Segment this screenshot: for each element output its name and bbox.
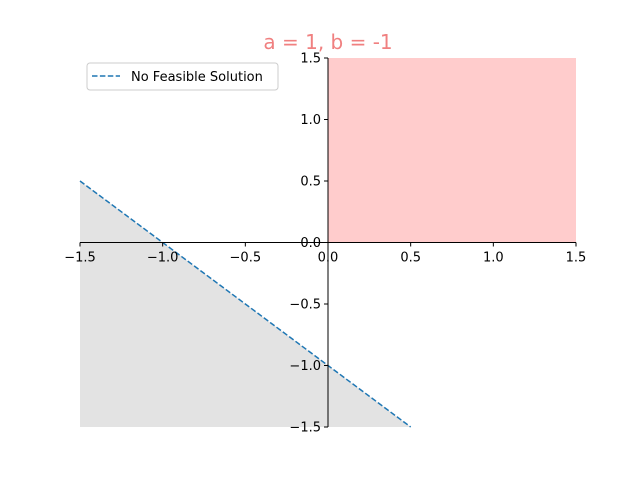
legend-label: No Feasible Solution [131,70,263,85]
x-tick-label: 1.5 [566,251,587,266]
x-tick-label: −1.0 [147,251,179,266]
legend-box [86,62,279,91]
x-tick-label: 1.0 [483,251,504,266]
y-tick-label: 0.0 [300,236,321,251]
region-1 [328,58,576,243]
x-tick-label: −1.5 [64,251,96,266]
y-tick-label: 1.5 [300,52,321,67]
x-tick-label: 0.5 [400,251,421,266]
y-tick-label: 0.5 [300,175,321,190]
y-tick-label: −1.0 [289,359,321,374]
series-line-0 [79,180,412,428]
chart-title: a = 1, b = -1 [263,30,392,54]
y-tick-label: −0.5 [289,298,321,313]
y-tick-label: −1.5 [289,421,321,436]
series-lines [79,180,412,428]
x-ticks: −1.5 −1.0 −0.5 0.0 0.5 1.0 1.5 [64,242,587,266]
y-ticks: −1.5 −1.0 −0.5 0.0 0.5 1.0 1.5 [289,52,328,436]
x-tick-label: −0.5 [230,251,262,266]
legend: No Feasible Solution [86,62,279,91]
y-tick-label: 1.0 [300,113,321,128]
x-tick-label: 0.0 [318,251,339,266]
